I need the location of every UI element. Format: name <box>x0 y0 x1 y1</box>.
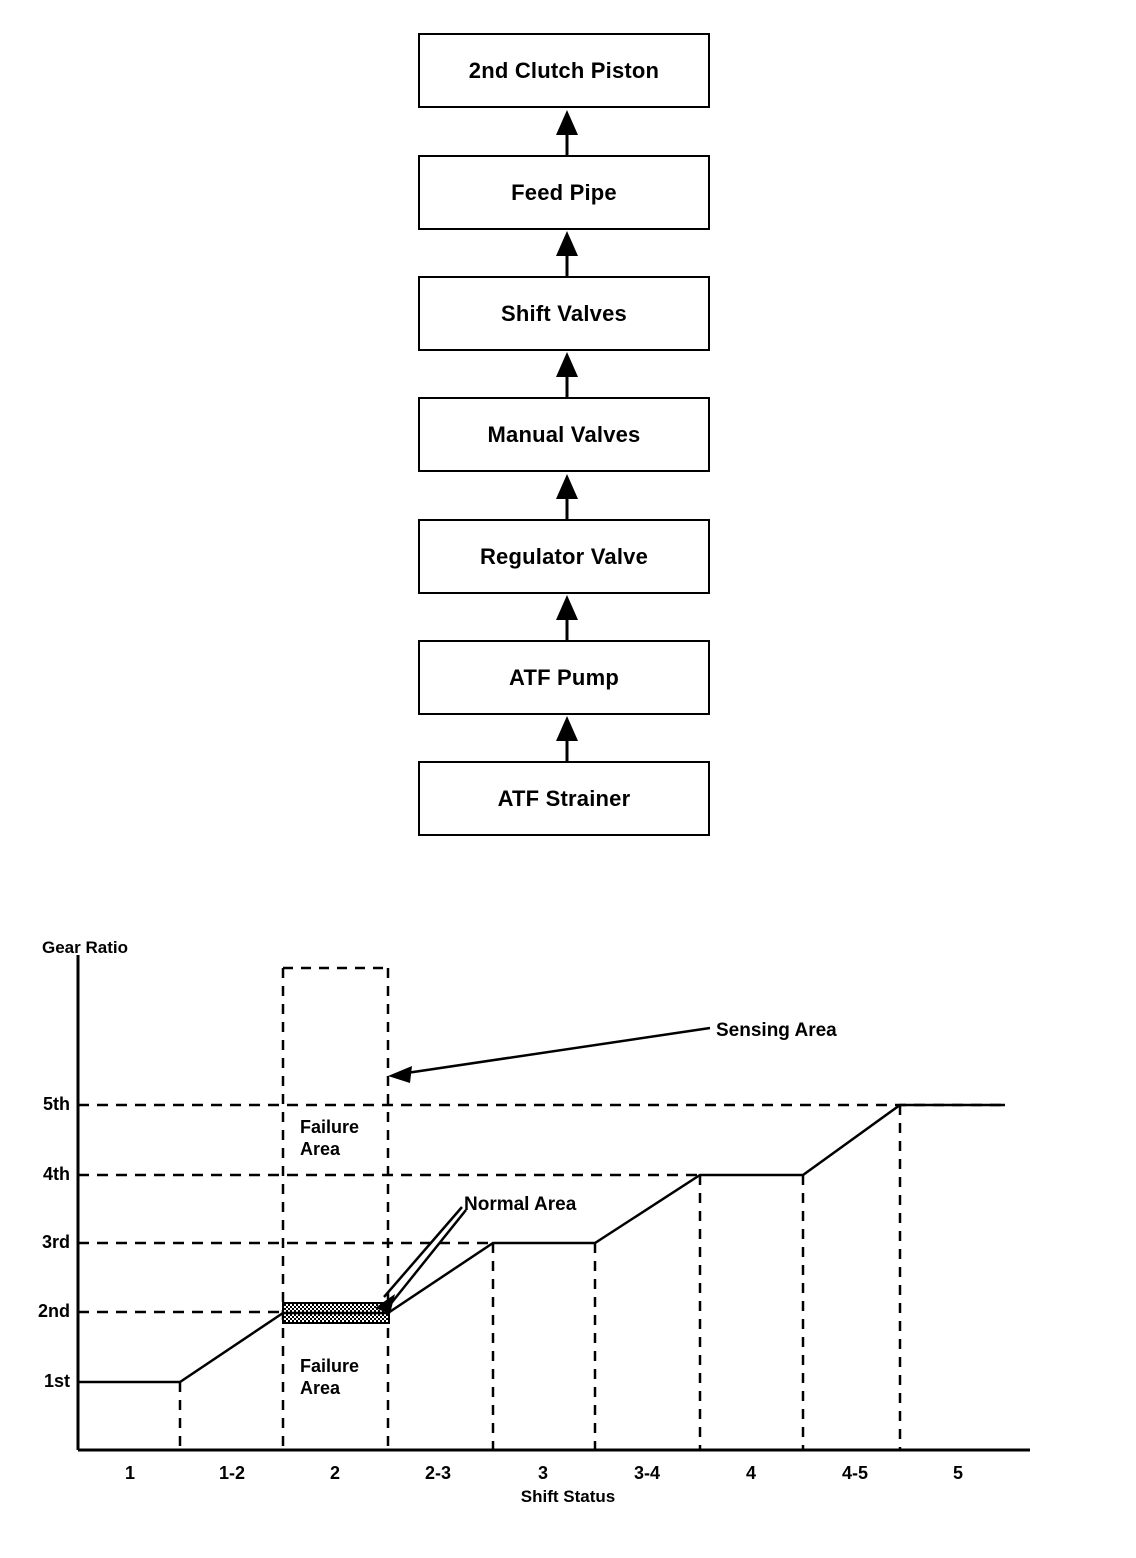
failure-area-upper-line2: Area <box>300 1139 341 1159</box>
failure-area-label-upper: Failure Area <box>300 1116 359 1160</box>
gear-ratio-chart: Gear Ratio Shift Status 5th 4th 3rd 2nd … <box>0 880 1136 1558</box>
x-tick-label-3-4: 3-4 <box>633 1463 660 1483</box>
y-tick-label-4th: 4th <box>43 1164 70 1184</box>
flow-box-manual-valves[interactable]: Manual Valves <box>418 397 710 472</box>
x-tick-label-2-3: 2-3 <box>424 1463 451 1483</box>
x-tick-label-3: 3 <box>537 1463 548 1483</box>
y-axis-title: Gear Ratio <box>42 938 128 957</box>
chart-plot-svg <box>76 955 1030 1452</box>
flow-box-label: 2nd Clutch Piston <box>468 57 660 83</box>
x-tick-label-5: 5 <box>952 1463 963 1483</box>
flow-box-shift-valves[interactable]: Shift Valves <box>418 276 710 351</box>
x-tick-label-4: 4 <box>745 1463 756 1483</box>
flow-box-2nd-clutch-piston[interactable]: 2nd Clutch Piston <box>418 33 710 108</box>
y-tick-label-3rd: 3rd <box>41 1232 70 1252</box>
flow-box-feed-pipe[interactable]: Feed Pipe <box>418 155 710 230</box>
y-tick-label-1st: 1st <box>43 1371 70 1391</box>
x-tick-label-4-5: 4-5 <box>841 1463 868 1483</box>
failure-area-label-lower: Failure Area <box>300 1355 359 1399</box>
flow-box-atf-strainer[interactable]: ATF Strainer <box>418 761 710 836</box>
flowchart-diagram: 2nd Clutch Piston Feed Pipe Shift Valves… <box>418 33 710 836</box>
normal-area-label: Normal Area <box>464 1194 577 1215</box>
x-tick-label-2: 2 <box>329 1463 340 1483</box>
x-axis-title: Shift Status <box>520 1487 616 1506</box>
normal-area-annotation-arrow <box>375 1206 467 1314</box>
flow-box-label: Regulator Valve <box>479 543 649 569</box>
flow-arrow-up-icon <box>555 110 579 157</box>
sensing-area-label: Sensing Area <box>716 1020 837 1041</box>
failure-area-upper-line1: Failure <box>300 1117 360 1137</box>
flow-arrow-up-icon <box>555 595 579 642</box>
flow-box-label: Feed Pipe <box>511 179 617 205</box>
flow-arrow-up-icon <box>555 231 579 278</box>
flow-box-label: Manual Valves <box>487 421 641 447</box>
chart-data-line <box>78 1103 1005 1384</box>
failure-area-lower-line1: Failure <box>300 1356 360 1376</box>
flow-arrow-up-icon <box>555 474 579 521</box>
flow-box-label: ATF Strainer <box>497 785 631 811</box>
y-tick-label-2nd: 2nd <box>37 1301 70 1321</box>
y-tick-label-5th: 5th <box>43 1094 70 1114</box>
flow-box-regulator-valve[interactable]: Regulator Valve <box>418 519 710 594</box>
flow-arrow-up-icon <box>555 716 579 763</box>
x-tick-label-1-2: 1-2 <box>218 1463 245 1483</box>
x-tick-label-1: 1 <box>124 1463 135 1483</box>
flow-arrow-up-icon <box>555 352 579 399</box>
failure-area-lower-line2: Area <box>300 1378 341 1398</box>
flow-box-label: ATF Pump <box>509 664 619 690</box>
flow-box-label: Shift Valves <box>501 300 627 326</box>
chart-axes <box>76 955 1030 1452</box>
sensing-area-annotation-arrow <box>388 1026 711 1083</box>
chart-vertical-gridlines <box>178 968 902 1450</box>
flow-box-atf-pump[interactable]: ATF Pump <box>418 640 710 715</box>
